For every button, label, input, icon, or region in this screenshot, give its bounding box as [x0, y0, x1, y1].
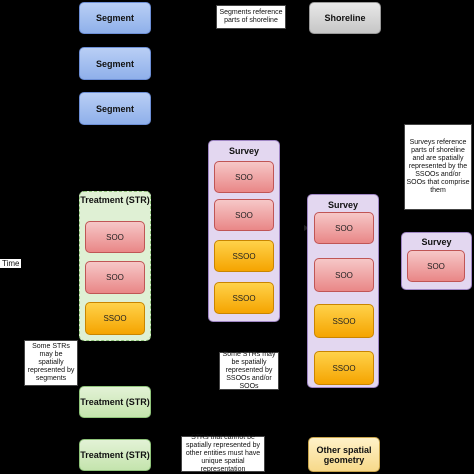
- ssoo-label: SSOO: [232, 293, 256, 303]
- note-surveys-reference: Surveys reference parts of shoreline and…: [404, 124, 472, 210]
- soo-label: SOO: [335, 270, 353, 280]
- treatment-label: Treatment (STR): [80, 397, 150, 407]
- survey1-ssoo-1[interactable]: SSOO: [214, 240, 274, 272]
- soo-label: SOO: [335, 223, 353, 233]
- segment-box-2[interactable]: Segment: [79, 47, 151, 80]
- note-strs-segments: Some STRs may be spatially represented b…: [24, 340, 78, 386]
- ssoo-label: SSOO: [232, 251, 256, 261]
- ssoo-label: SSOO: [332, 363, 356, 373]
- treatment-title: Treatment (STR): [80, 195, 150, 205]
- ssoo-label: SSOO: [332, 316, 356, 326]
- segment-label: Segment: [95, 13, 134, 23]
- soo-label: SOO: [235, 210, 253, 220]
- survey3-soo-1[interactable]: SOO: [407, 250, 465, 282]
- note-strs-other: STRs that cannot be spatially represente…: [181, 434, 265, 473]
- treatment-soo-2[interactable]: SOO: [85, 261, 145, 294]
- soo-label: SOO: [106, 273, 124, 282]
- note-text: Surveys reference parts of shoreline and…: [406, 139, 470, 194]
- survey2-ssoo-1[interactable]: SSOO: [314, 304, 374, 338]
- soo-label: SOO: [106, 232, 124, 242]
- survey-title: Survey: [327, 200, 359, 210]
- treatment-box-3[interactable]: Treatment (STR): [79, 439, 151, 471]
- soo-label: SOO: [427, 261, 445, 271]
- note-strs-ssoos: Some STRs may be spatially represented b…: [219, 351, 279, 390]
- note-text: Some STRs may be spatially represented b…: [27, 343, 75, 382]
- survey-title: Survey: [228, 146, 260, 156]
- survey2-ssoo-2[interactable]: SSOO: [314, 351, 374, 385]
- survey2-soo-2[interactable]: SOO: [314, 258, 374, 292]
- treatment-box-2[interactable]: Treatment (STR): [79, 386, 151, 418]
- survey1-ssoo-2[interactable]: SSOO: [214, 282, 274, 314]
- segment-label: Segment: [95, 58, 134, 69]
- other-spatial-geometry-box[interactable]: Other spatial geometry: [308, 437, 380, 472]
- note-text: Segments reference parts of shoreline: [219, 9, 283, 24]
- note-text: Some STRs may be spatially represented b…: [222, 351, 276, 390]
- shoreline-label: Shoreline: [324, 13, 366, 23]
- other-spatial-label: Other spatial geometry: [316, 444, 372, 465]
- segment-box-3[interactable]: Segment: [79, 92, 151, 125]
- segment-box-1[interactable]: Segment: [79, 2, 151, 34]
- time-label: Time: [0, 259, 22, 268]
- survey-title: Survey: [421, 237, 452, 247]
- shoreline-box[interactable]: Shoreline: [309, 2, 381, 34]
- treatment-ssoo-1[interactable]: SSOO: [85, 302, 145, 335]
- treatment-soo-1[interactable]: SOO: [85, 221, 145, 253]
- segment-label: Segment: [95, 103, 134, 114]
- note-text: STRs that cannot be spatially represente…: [185, 434, 261, 473]
- soo-label: SOO: [235, 172, 253, 182]
- treatment-label: Treatment (STR): [80, 450, 150, 460]
- note-segments-reference: Segments reference parts of shoreline: [216, 5, 286, 29]
- survey2-soo-1[interactable]: SOO: [314, 212, 374, 244]
- ssoo-label: SSOO: [103, 314, 127, 323]
- survey1-soo-1[interactable]: SOO: [214, 161, 274, 193]
- survey1-soo-2[interactable]: SOO: [214, 199, 274, 231]
